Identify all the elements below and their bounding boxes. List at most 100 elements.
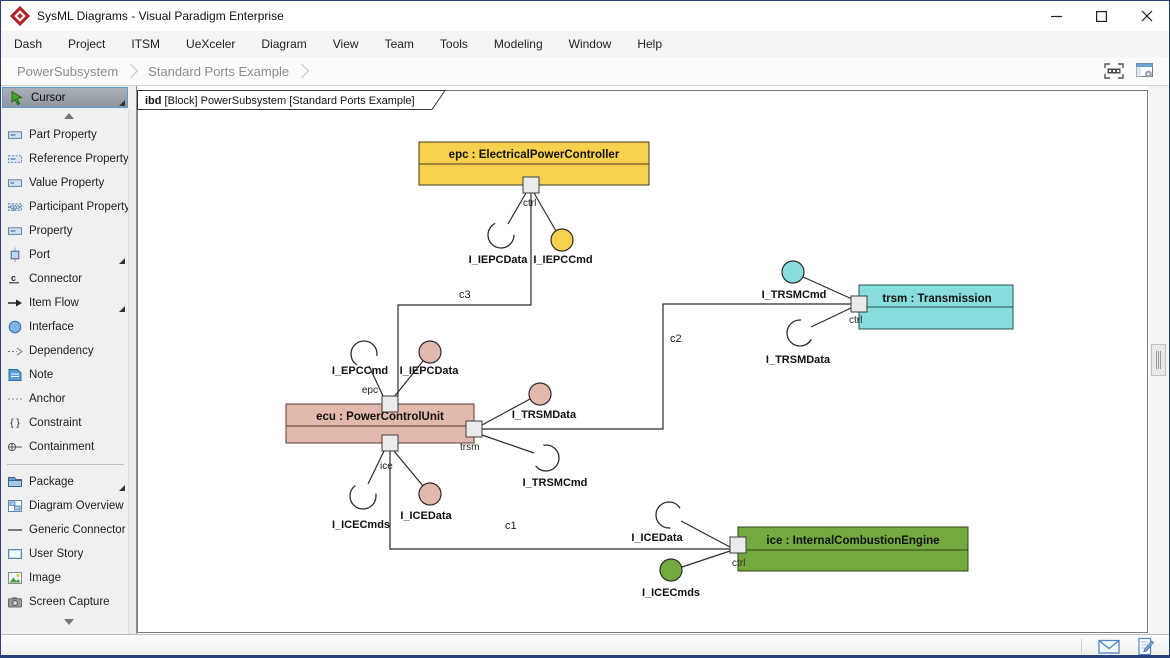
package-icon xyxy=(7,474,23,490)
port-ecu-epc[interactable] xyxy=(381,395,399,413)
toolbox-item-item-flow[interactable]: Item Flow xyxy=(1,291,136,315)
toolbox-item-image[interactable]: Image xyxy=(1,566,136,590)
toolbox-item-interface[interactable]: Interface xyxy=(1,315,136,339)
toolbox-item-diagram-overview[interactable]: Diagram Overview xyxy=(1,494,136,518)
toolbox-item-connector[interactable]: c Connector xyxy=(1,267,136,291)
scroll-up-icon xyxy=(63,112,74,119)
maximize-button[interactable] xyxy=(1079,1,1124,31)
menu-window[interactable]: Window xyxy=(568,37,612,51)
port-label-ecu-epc: epc xyxy=(362,385,378,396)
label-epc-i-iepccmd: I_IEPCCmd xyxy=(533,254,592,266)
toolbox-item-anchor[interactable]: Anchor xyxy=(1,387,136,411)
submenu-corner-icon xyxy=(119,306,125,312)
edit-note-icon[interactable] xyxy=(1136,637,1155,656)
toolbox-scroll-down[interactable] xyxy=(1,614,136,629)
part-property-icon xyxy=(7,127,23,143)
ecu-ice-provided-line xyxy=(393,450,424,487)
value-property-icon xyxy=(7,175,23,191)
breadcrumb-standard-ports-example[interactable]: Standard Ports Example xyxy=(148,63,290,79)
port-epc-ctrl[interactable] xyxy=(522,176,540,194)
menu-diagram[interactable]: Diagram xyxy=(261,37,307,51)
port-ecu-ice[interactable] xyxy=(381,434,399,452)
ball-trsm-i-trsmcmd[interactable] xyxy=(781,260,805,284)
diagram-canvas[interactable]: ibd [Block] PowerSubsystem [Standard Por… xyxy=(137,86,1149,634)
breadcrumb: PowerSubsystem Standard Ports Example xyxy=(1,57,1169,86)
property-icon xyxy=(7,223,23,239)
toolbox-scrollbar[interactable] xyxy=(128,110,136,634)
toolbox-item-reference-property[interactable]: Reference Property xyxy=(1,147,136,171)
diagram-frame-title: ibd [Block] PowerSubsystem [Standard Por… xyxy=(145,95,415,107)
item-flow-icon xyxy=(7,295,23,311)
block-ice[interactable]: ice : InternalCombustionEngine xyxy=(737,526,969,572)
label-epc-i-iepcdata: I_IEPCData xyxy=(469,254,529,266)
toolbox-item-screen-capture[interactable]: Screen Capture xyxy=(1,590,136,614)
toolbox-item-participant-property[interactable]: <p> Participant Property xyxy=(8,201,130,213)
close-button[interactable] xyxy=(1124,1,1169,31)
connector-c2[interactable] xyxy=(482,303,851,430)
toolbox-item-port[interactable]: Port xyxy=(1,243,136,267)
ice-required-line xyxy=(680,520,731,548)
scroll-down-icon xyxy=(63,618,74,625)
fit-to-window-icon[interactable] xyxy=(1103,62,1125,80)
menu-tools[interactable]: Tools xyxy=(439,37,468,51)
label-ecu-i-icedata: I_ICEData xyxy=(400,510,452,522)
label-ecu-i-trsmcmd: I_TRSMCmd xyxy=(523,477,588,489)
panel-collapse-grip[interactable] xyxy=(1151,344,1166,376)
connector-c3[interactable] xyxy=(397,193,532,396)
port-trsm-ctrl[interactable] xyxy=(850,295,868,313)
epc-provided-line xyxy=(533,192,557,232)
toolbox-item-note[interactable]: Note xyxy=(1,363,136,387)
block-ecu[interactable]: ecu : PowerControlUnit xyxy=(285,403,475,444)
ecu-trsm-provided-line xyxy=(481,398,531,426)
toolbox-scroll-up[interactable] xyxy=(1,108,136,123)
panel-layout-icon[interactable] xyxy=(1135,62,1155,80)
toolbox-item-value-property[interactable]: Value Property xyxy=(1,171,136,195)
toolbox-item-cursor[interactable]: Cursor xyxy=(2,87,128,108)
image-icon xyxy=(7,570,23,586)
socket-ecu-i-epccmd[interactable] xyxy=(350,340,378,368)
toolbox-sidebar: Cursor Part Property Reference Property … xyxy=(1,86,137,634)
ball-ecu-i-iepcdata[interactable] xyxy=(418,340,442,364)
ice-provided-line xyxy=(681,550,731,568)
port-label-ecu-trsm: trsm xyxy=(460,442,479,453)
menu-project[interactable]: Project xyxy=(68,37,106,51)
port-label-trsm-ctrl: ctrl xyxy=(849,315,862,326)
toolbox-item-dependency[interactable]: Dependency xyxy=(1,339,136,363)
socket-trsm-i-trsmdata[interactable] xyxy=(786,319,814,347)
connector-c1[interactable] xyxy=(389,451,730,550)
toolbox-item-part-property[interactable]: Part Property xyxy=(1,123,136,147)
message-envelope-icon[interactable] xyxy=(1098,638,1120,655)
block-epc-title: epc : ElectricalPowerController xyxy=(449,149,620,161)
menu-view[interactable]: View xyxy=(332,37,359,51)
breadcrumb-power-subsystem[interactable]: PowerSubsystem xyxy=(17,63,119,79)
menu-help[interactable]: Help xyxy=(637,37,662,51)
block-trsm[interactable]: trsm : Transmission xyxy=(858,284,1014,330)
toolbox-item-label: Cursor xyxy=(31,91,66,104)
socket-epc-i-iepcdata[interactable] xyxy=(487,221,515,249)
toolbox-item-containment[interactable]: Containment xyxy=(1,435,136,459)
ball-epc-i-iepccmd[interactable] xyxy=(550,228,574,252)
ball-ice-i-icecmds[interactable] xyxy=(659,558,683,582)
menu-modeling[interactable]: Modeling xyxy=(493,37,543,51)
menu-itsm[interactable]: ITSM xyxy=(131,37,161,51)
label-ecu-i-iepcdata: I_IEPCData xyxy=(400,365,460,377)
menu-uexceler[interactable]: UeXceler xyxy=(186,37,236,51)
menu-team[interactable]: Team xyxy=(384,37,414,51)
toolbox-item-generic-connector[interactable]: Generic Connector xyxy=(1,518,136,542)
socket-ice-i-icedata[interactable] xyxy=(655,501,683,529)
socket-ecu-i-icecmds[interactable] xyxy=(349,482,377,510)
port-ice-ctrl[interactable] xyxy=(729,536,747,554)
port-ecu-trsm[interactable] xyxy=(465,420,483,438)
toolbox-item-constraint[interactable]: { } Constraint xyxy=(1,411,136,435)
submenu-corner-icon xyxy=(119,258,125,264)
toolbox-item-user-story[interactable]: User Story xyxy=(1,542,136,566)
toolbox-item-property[interactable]: Property xyxy=(1,219,136,243)
label-ice-i-icedata: I_ICEData xyxy=(631,532,683,544)
cursor-icon xyxy=(9,90,25,106)
toolbox-item-package[interactable]: Package xyxy=(1,470,136,494)
socket-ecu-i-trsmcmd[interactable] xyxy=(532,444,560,472)
ball-ecu-i-trsmdata[interactable] xyxy=(528,382,552,406)
menu-dash[interactable]: Dash xyxy=(14,37,43,51)
ball-ecu-i-icedata[interactable] xyxy=(418,482,442,506)
minimize-button[interactable] xyxy=(1034,1,1079,31)
